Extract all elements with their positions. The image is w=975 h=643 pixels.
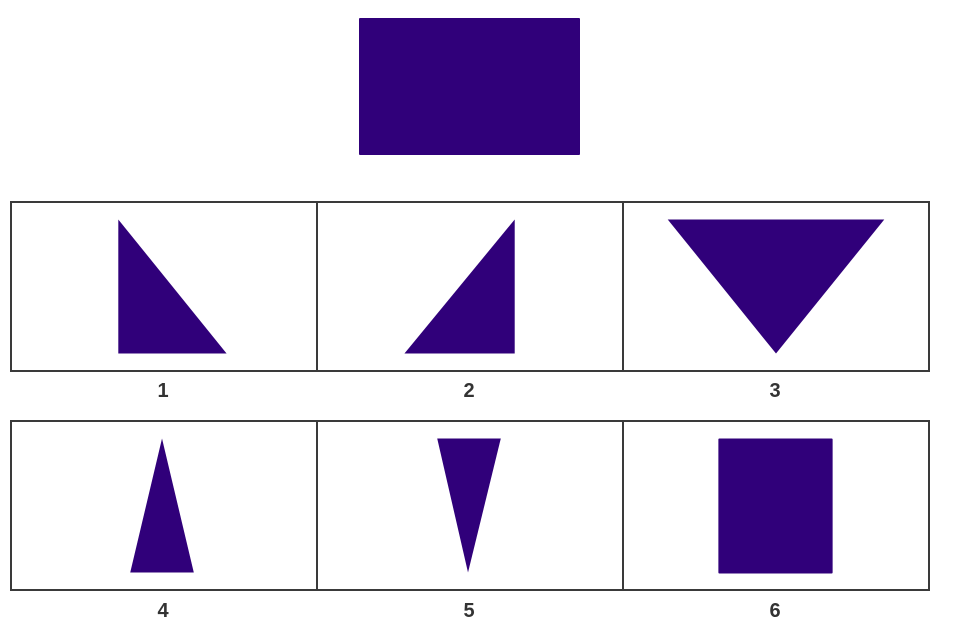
option-2-box[interactable] [318,203,624,370]
right-triangle-right-shape [404,219,515,354]
option-4-label: 4 [157,600,169,622]
options-row-2 [10,420,930,591]
target-rectangle [359,18,580,155]
right-triangle-left-shape [118,219,227,354]
option-3-box[interactable] [624,203,928,370]
option-5-label: 5 [463,600,475,622]
option-3-label: 3 [769,380,781,402]
option-2-label: 2 [463,380,475,402]
tall-triangle-up-shape [130,438,194,573]
option-1-label: 1 [157,380,169,402]
option-5-box[interactable] [318,422,624,589]
option-6-label: 6 [769,600,781,622]
options-row-1 [10,201,930,372]
option-4-box[interactable] [12,422,318,589]
option-6-box[interactable] [624,422,928,589]
tall-triangle-down-shape [437,438,501,573]
inverted-triangle-shape [667,219,885,354]
tall-rectangle-shape [718,438,833,574]
option-1-box[interactable] [12,203,318,370]
